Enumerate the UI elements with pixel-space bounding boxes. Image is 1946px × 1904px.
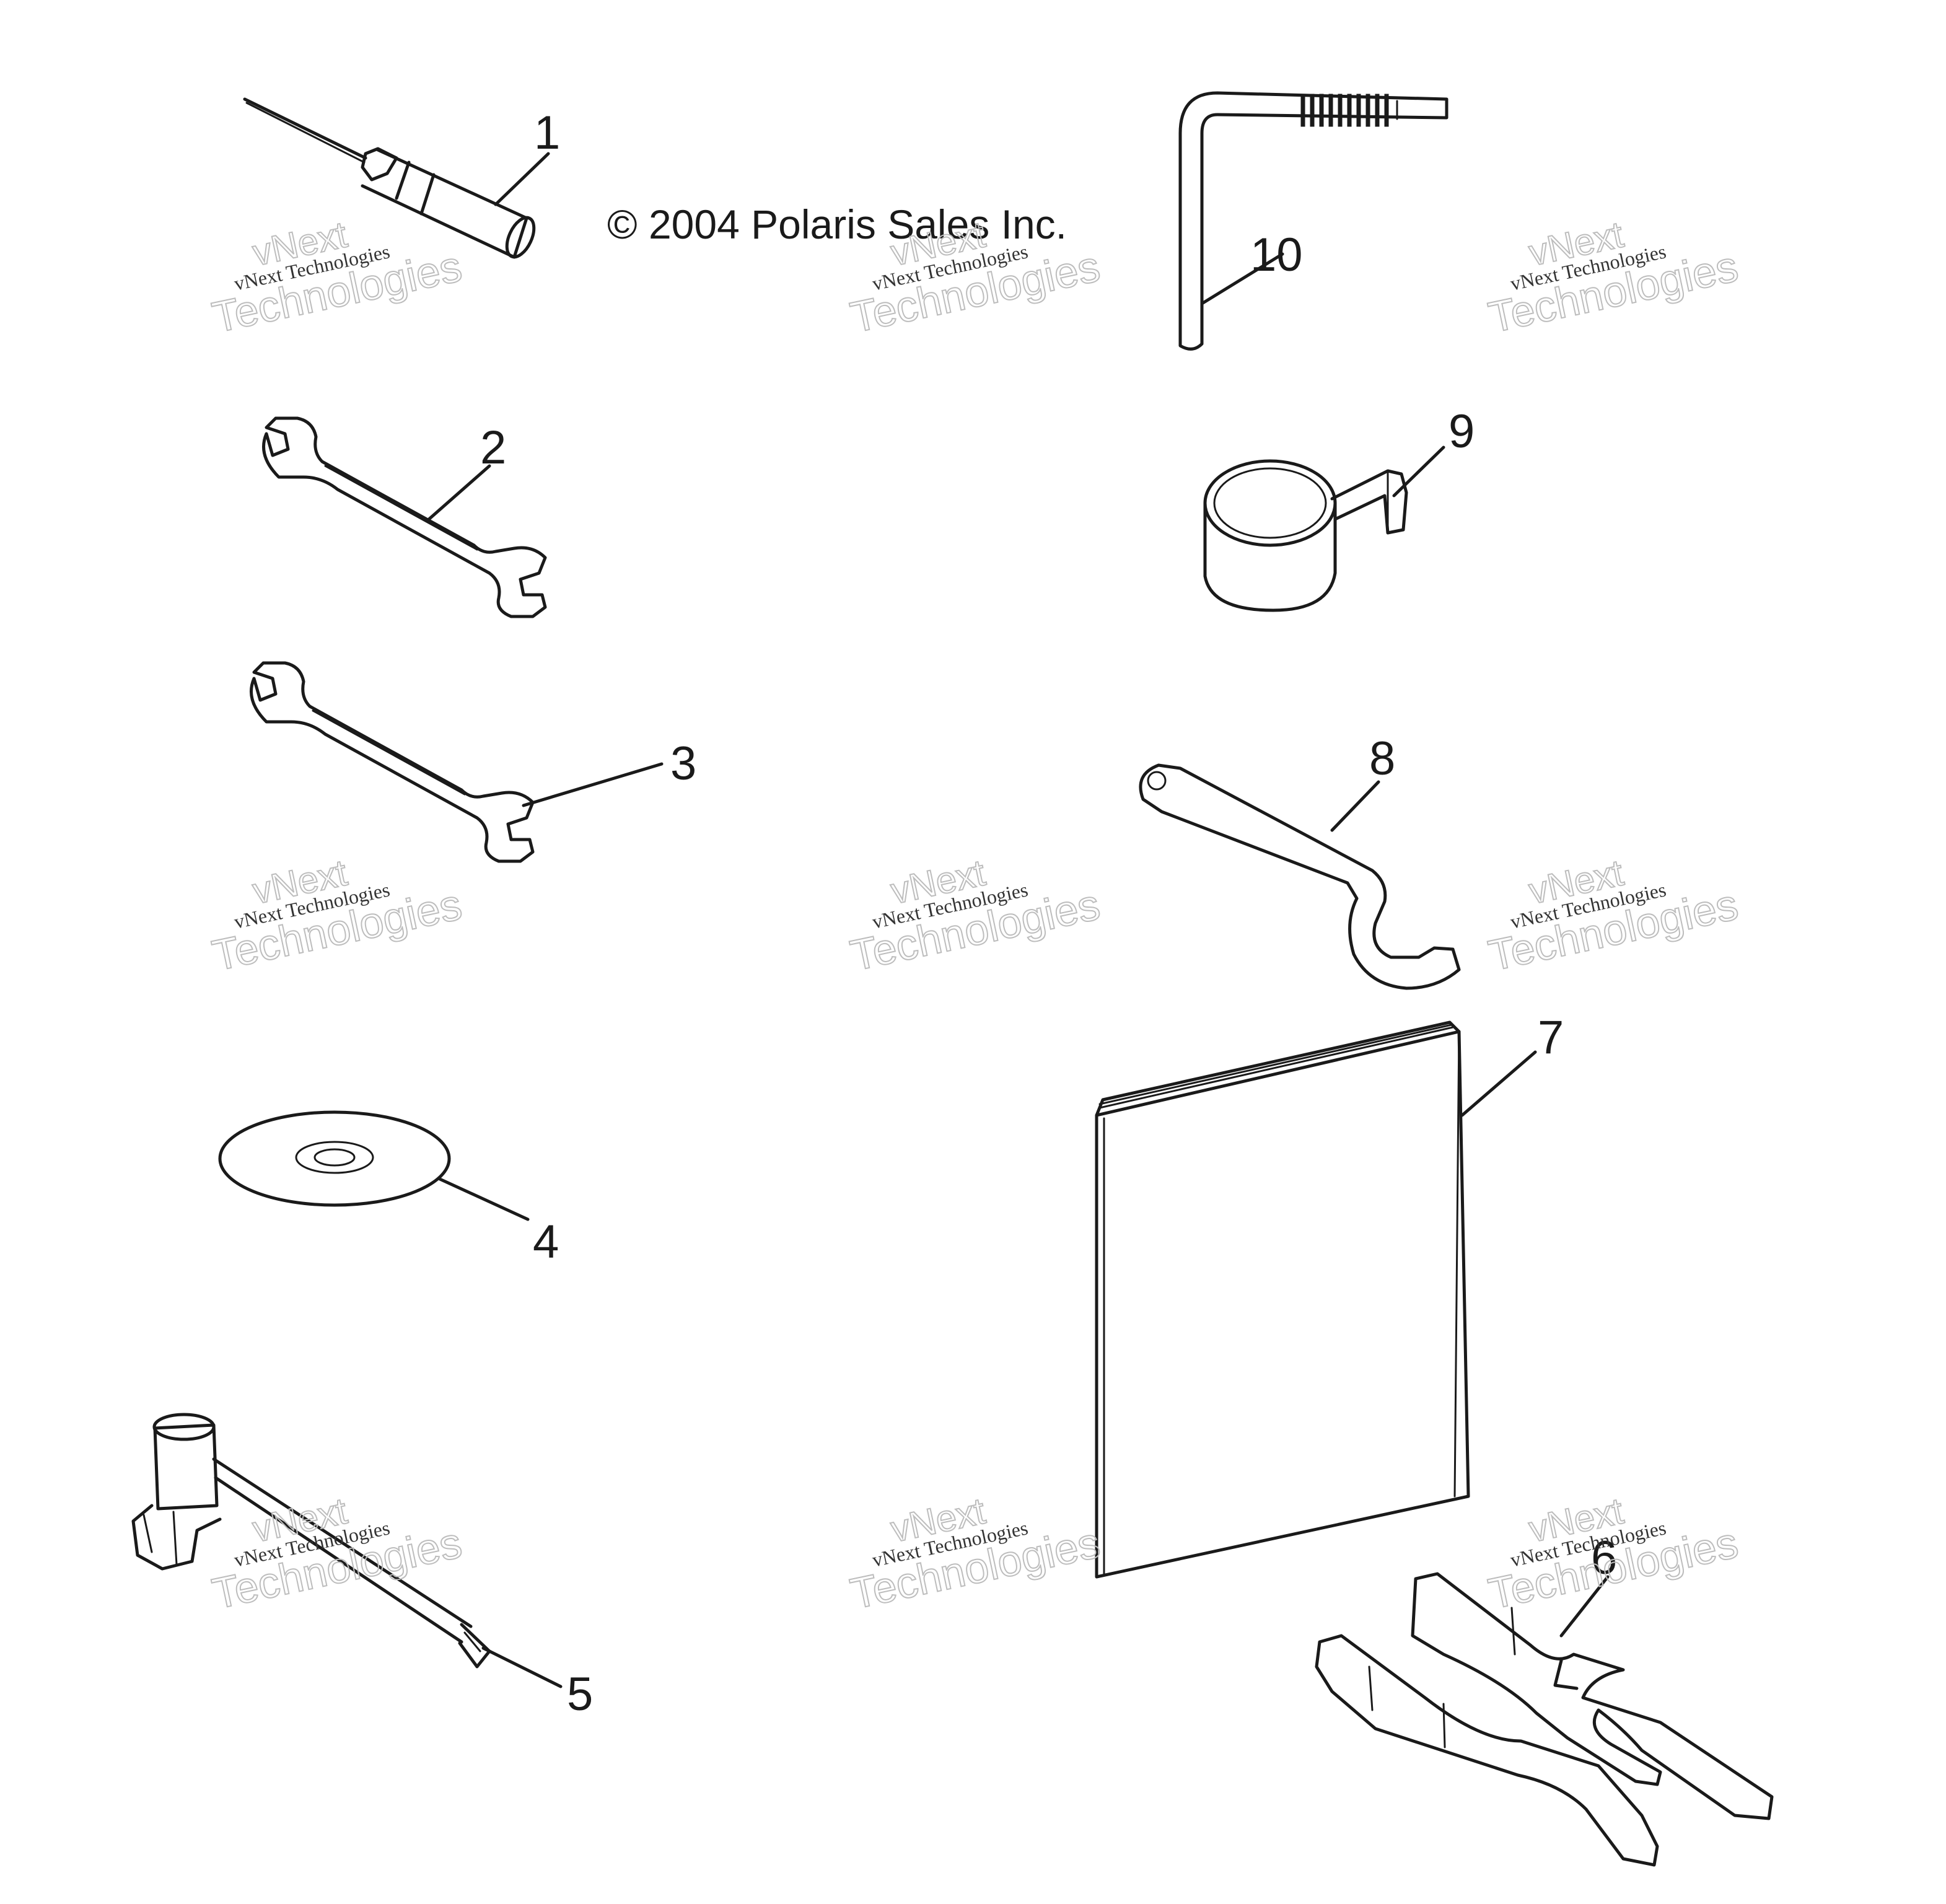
leader-7: [1460, 1050, 1537, 1117]
callout-6: 6: [1591, 1532, 1617, 1584]
copyright-text: © 2004 Polaris Sales Inc.: [607, 201, 1067, 247]
part-8-spanner: [1139, 763, 1461, 990]
watermark-9: vNext vNext Technologies Technologies: [1484, 1489, 1743, 1619]
leader-10: [1200, 252, 1284, 305]
leader-3: [522, 762, 664, 807]
part-9-tape-roll: [1203, 459, 1408, 612]
callout-9: 9: [1449, 405, 1475, 458]
callout-1: 1: [534, 107, 560, 159]
part-1-screwdriver: [243, 97, 536, 259]
watermark-3: vNext vNext Technologies Technologies: [1484, 213, 1743, 343]
callout-8: 8: [1369, 732, 1395, 785]
knurled-grip: [1300, 94, 1389, 127]
part-7-manual: [1095, 1020, 1470, 1579]
callout-2: 2: [480, 421, 506, 474]
callout-7: 7: [1538, 1011, 1564, 1064]
leader-6: [1559, 1575, 1610, 1638]
watermark-5: vNext vNext Technologies Technologies: [846, 851, 1105, 981]
leader-9: [1392, 445, 1445, 498]
part-6-holder: [1315, 1572, 1774, 1867]
watermark-4: vNext vNext Technologies Technologies: [208, 851, 467, 981]
part-3-wrench: [250, 661, 535, 863]
watermark-6: vNext vNext Technologies Technologies: [1484, 851, 1743, 981]
leader-2: [426, 464, 491, 522]
part-5-spark-plug-wrench: [131, 1413, 491, 1669]
part-4-disc: [218, 1110, 451, 1207]
callout-3: 3: [670, 737, 696, 790]
part-10-allen-key: [1178, 91, 1449, 351]
callout-4: 4: [533, 1216, 559, 1268]
watermark-8: vNext vNext Technologies Technologies: [846, 1489, 1105, 1619]
callout-10: 10: [1250, 229, 1303, 281]
leader-1: [494, 152, 550, 206]
part-2-wrench: [262, 416, 547, 618]
leader-5: [481, 1646, 563, 1688]
callout-5: 5: [567, 1668, 593, 1721]
leader-4: [438, 1177, 530, 1221]
leader-8: [1330, 780, 1380, 832]
